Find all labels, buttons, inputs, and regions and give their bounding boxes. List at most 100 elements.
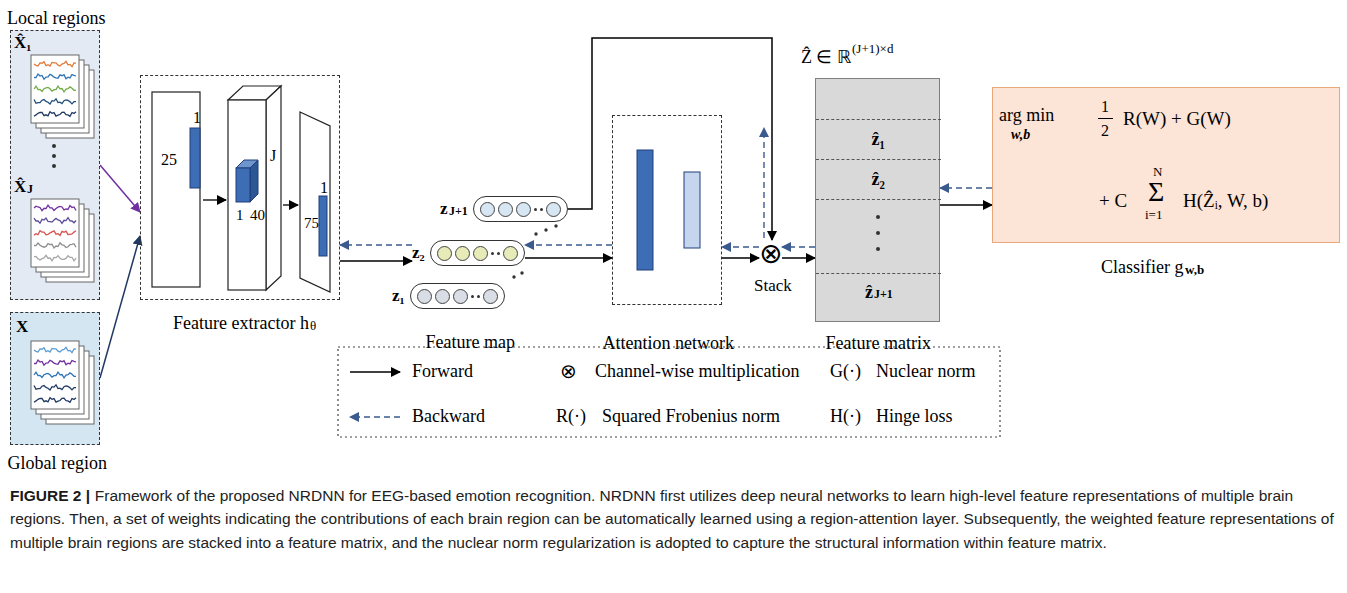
ellipsis-dot xyxy=(477,295,480,298)
kernel-blocks-part xyxy=(236,168,250,202)
ellipsis-dot xyxy=(534,208,537,211)
eeg-wave xyxy=(34,347,76,352)
attention-layers-part xyxy=(684,172,700,248)
signal-card xyxy=(31,199,79,267)
ellipsis-dot xyxy=(471,295,474,298)
decor-mark xyxy=(52,164,56,168)
node-label: ⊗ xyxy=(759,240,782,268)
ellipsis-dot xyxy=(497,252,500,255)
node-label: 2 xyxy=(1101,122,1109,140)
ellipsis-dot xyxy=(540,208,543,211)
eeg-wave xyxy=(34,218,76,224)
feature-unit xyxy=(473,246,488,261)
decor-mark xyxy=(816,159,941,160)
decor-mark xyxy=(876,231,880,235)
decor-mark xyxy=(816,119,941,120)
backward-arrow xyxy=(940,187,992,189)
backward-arrow xyxy=(782,246,815,248)
eeg-wave xyxy=(34,61,76,66)
node-label: z₁ xyxy=(392,286,405,306)
eeg-wave xyxy=(34,231,76,236)
ellipsis-dot xyxy=(491,252,494,255)
eeg-signal-cards xyxy=(11,31,101,301)
decor-mark xyxy=(876,215,880,219)
ellipsis-dots-part xyxy=(534,232,537,235)
eeg-wave xyxy=(34,255,76,261)
ellipsis-dots-part xyxy=(544,228,547,231)
feature-extractor-box: Feature extractor hθ251J140751 xyxy=(140,75,340,300)
legend-text: Nuclear norm xyxy=(876,361,975,382)
eeg-wave xyxy=(34,372,76,378)
feature-unit xyxy=(498,202,513,217)
legend-text: Hinge loss xyxy=(876,406,953,427)
node-label: X̂₁ xyxy=(14,33,31,53)
feature-matrix-box: Ẑ ∈ ℝ(J+1)×dẑ₁ẑ₂ẑJ+1Feature matrix xyxy=(815,78,940,322)
node-label: + C xyxy=(1099,190,1127,212)
forward-arrow xyxy=(722,257,759,259)
annotation-label: R(·) xyxy=(556,406,586,427)
legend-backward-sample xyxy=(350,416,400,418)
feature-unit xyxy=(453,289,468,304)
node-label: (J+1)×d xyxy=(852,42,893,57)
node-label: X xyxy=(16,317,28,337)
node-label: Ẑ ∈ ℝ xyxy=(801,47,851,68)
ellipsis xyxy=(534,208,543,211)
node-label: Local regions xyxy=(7,8,105,29)
node-label: Feature matrix xyxy=(826,333,931,354)
forward-arrow xyxy=(782,257,815,259)
extractor-layers-part xyxy=(300,112,330,292)
global-region-box: XGlobal region xyxy=(10,312,100,445)
node-label: Feature extractor h xyxy=(173,313,309,334)
node-label: Classifier g xyxy=(1101,257,1184,278)
node-label: Attention network xyxy=(603,333,734,354)
caption-text: Framework of the proposed NRDNN for EEG-… xyxy=(10,487,1334,551)
feature-unit xyxy=(435,289,450,304)
ellipsis xyxy=(491,252,500,255)
layer-arrow xyxy=(283,204,298,205)
layer-arrow xyxy=(203,199,226,200)
node-label: 40 xyxy=(250,207,265,224)
decor-mark xyxy=(1098,118,1113,119)
legend-text: Channel-wise multiplication xyxy=(595,361,799,382)
node-label: Global region xyxy=(8,453,107,474)
attention-layers-part xyxy=(637,150,653,270)
global-input-arrow xyxy=(100,236,140,378)
feature-vector: zJ+1 xyxy=(440,196,568,222)
attention-layers xyxy=(637,150,700,270)
feature-vector: z₂ xyxy=(412,240,525,266)
signal-card xyxy=(31,341,79,409)
node-label: z₂ xyxy=(412,243,425,263)
ellipsis xyxy=(471,295,480,298)
annotation-label: G(·) xyxy=(830,361,861,382)
feature-unit xyxy=(546,202,561,217)
node-label: X̂ xyxy=(14,177,26,197)
kernel-blocks-part xyxy=(319,196,327,256)
node-label: z xyxy=(440,199,448,219)
node-label: 1 xyxy=(320,179,328,197)
node-label: H(Ẑᵢ, W, b) xyxy=(1183,190,1268,212)
node-label: arg min xyxy=(999,105,1054,126)
forward-arrow xyxy=(568,38,772,240)
feature-vector-pill xyxy=(473,196,568,222)
local-input-arrow xyxy=(100,165,140,212)
legend-forward-sample xyxy=(350,371,400,373)
kernel-blocks-part xyxy=(190,128,200,188)
annotation-label: H(·) xyxy=(830,406,861,427)
decor-mark xyxy=(816,273,941,274)
eeg-wave xyxy=(34,112,76,117)
decor-mark xyxy=(52,154,56,158)
feature-vector: z₁ xyxy=(392,283,505,309)
node-label: J xyxy=(270,147,276,165)
eeg-wave xyxy=(34,385,76,390)
figure-number: FIGURE 2 | xyxy=(10,487,90,504)
extractor-layers-part xyxy=(152,92,200,287)
node-label: ẑ₁ xyxy=(872,129,885,150)
eeg-wave xyxy=(34,205,76,211)
decor-mark xyxy=(876,247,880,251)
decor-mark xyxy=(816,199,941,200)
signal-card xyxy=(31,55,79,123)
attention-network-box: Attention network xyxy=(612,115,722,305)
forward-arrow xyxy=(525,257,612,259)
node-label: θ xyxy=(310,319,316,334)
